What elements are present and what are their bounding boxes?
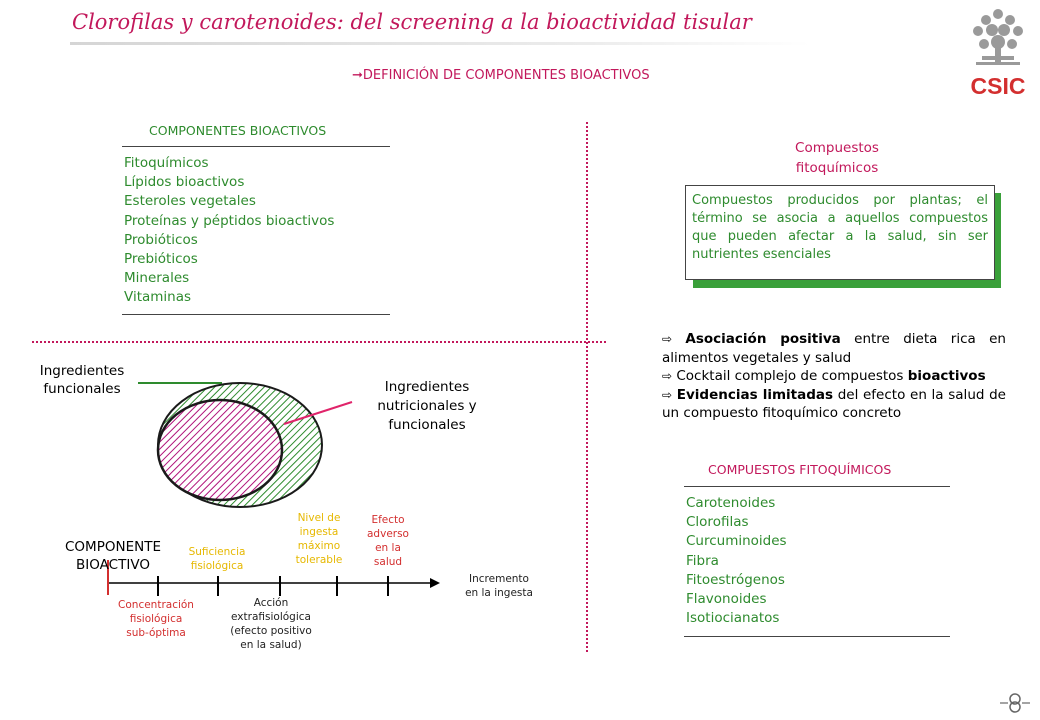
fito-heading: COMPUESTOS FITOQUÍMICOS xyxy=(708,462,892,477)
max-intake-label: Nivel de ingesta máximo tolerable xyxy=(295,512,343,566)
title-underline xyxy=(70,42,810,45)
vertical-divider xyxy=(586,122,588,652)
bullet-item: ⇨ Cocktail complejo de compuestos bioact… xyxy=(662,368,986,385)
hollow-arrow-icon: ⇨ xyxy=(662,332,673,346)
list-item: Minerales xyxy=(124,270,190,287)
fito-top-rule xyxy=(684,486,950,487)
list-item: Fitoestrógenos xyxy=(686,571,785,588)
horizontal-divider xyxy=(32,341,606,343)
list-item: Clorofilas xyxy=(686,514,749,531)
list-item: Curcuminoides xyxy=(686,533,787,550)
components-bottom-rule xyxy=(122,314,390,315)
arrow-right-icon: ➞ xyxy=(352,68,363,83)
csic-logo-text: CSIC xyxy=(971,73,1026,99)
list-item: Esteroles vegetales xyxy=(124,193,256,210)
list-item: Flavonoides xyxy=(686,591,767,608)
list-item: Prebióticos xyxy=(124,251,198,268)
inner-ellipse xyxy=(156,398,284,502)
bioactive-component-label: COMPONENTE BIOACTIVO xyxy=(65,539,161,573)
bullet-item: ⇨ Evidencias limitadas del efecto en la … xyxy=(662,386,1006,422)
adverse-effect-label: Efecto adverso en la salud xyxy=(367,514,409,568)
hollow-arrow-icon: ⇨ xyxy=(662,387,673,402)
list-item: Probióticos xyxy=(124,231,198,248)
bullet-item: ⇨ Asociación positiva entre dieta rica e… xyxy=(662,331,1006,366)
corner-emblem-icon xyxy=(1000,693,1030,713)
suboptimal-label: Concentración fisiológica sub-óptima xyxy=(118,599,194,639)
list-item: Isotiocianatos xyxy=(686,610,780,627)
nutritional-pointer-line xyxy=(283,401,353,425)
nutritional-ingredients-label: Ingredientes nutricionales y funcionales xyxy=(377,379,477,433)
components-top-rule xyxy=(122,146,390,147)
bullet-list: ⇨ Asociación positiva entre dieta rica e… xyxy=(662,330,1006,423)
csic-logo: CSIC xyxy=(971,9,1026,99)
hollow-arrow-icon: ⇨ xyxy=(662,369,673,384)
list-item: Fibra xyxy=(686,552,719,569)
section-subtitle: ➞DEFINICIÓN DE COMPONENTES BIOACTIVOS xyxy=(352,68,650,83)
definition-box: Compuestos producidos por plantas; el té… xyxy=(685,185,995,280)
page-title: Clorofilas y carotenoides: del screening… xyxy=(72,10,752,34)
components-list: Fitoquímicos Lípidos bioactivos Esterole… xyxy=(124,154,334,308)
list-item: Carotenoides xyxy=(686,495,776,511)
list-item: Proteínas y péptidos bioactivos xyxy=(124,212,335,229)
fito-list: Carotenoides Clorofilas Curcuminoides Fi… xyxy=(686,494,787,628)
increment-label: Incremento en la ingesta xyxy=(465,573,533,599)
fito-bottom-rule xyxy=(684,636,950,637)
list-item: Fitoquímicos xyxy=(124,155,209,171)
compuestos-title: Compuestos fitoquímicos xyxy=(795,140,879,176)
functional-ingredients-label: Ingredientes funcionales xyxy=(39,363,125,397)
sufficiency-label: Suficiencia fisiológica xyxy=(188,546,246,572)
components-heading: COMPONENTES BIOACTIVOS xyxy=(149,123,327,138)
list-item: Vitaminas xyxy=(124,289,192,306)
list-item: Lípidos bioactivos xyxy=(124,174,245,191)
extraphysiological-label: Acción extrafisiológica (efecto positivo… xyxy=(230,597,312,651)
scale-arrowhead xyxy=(430,578,440,588)
